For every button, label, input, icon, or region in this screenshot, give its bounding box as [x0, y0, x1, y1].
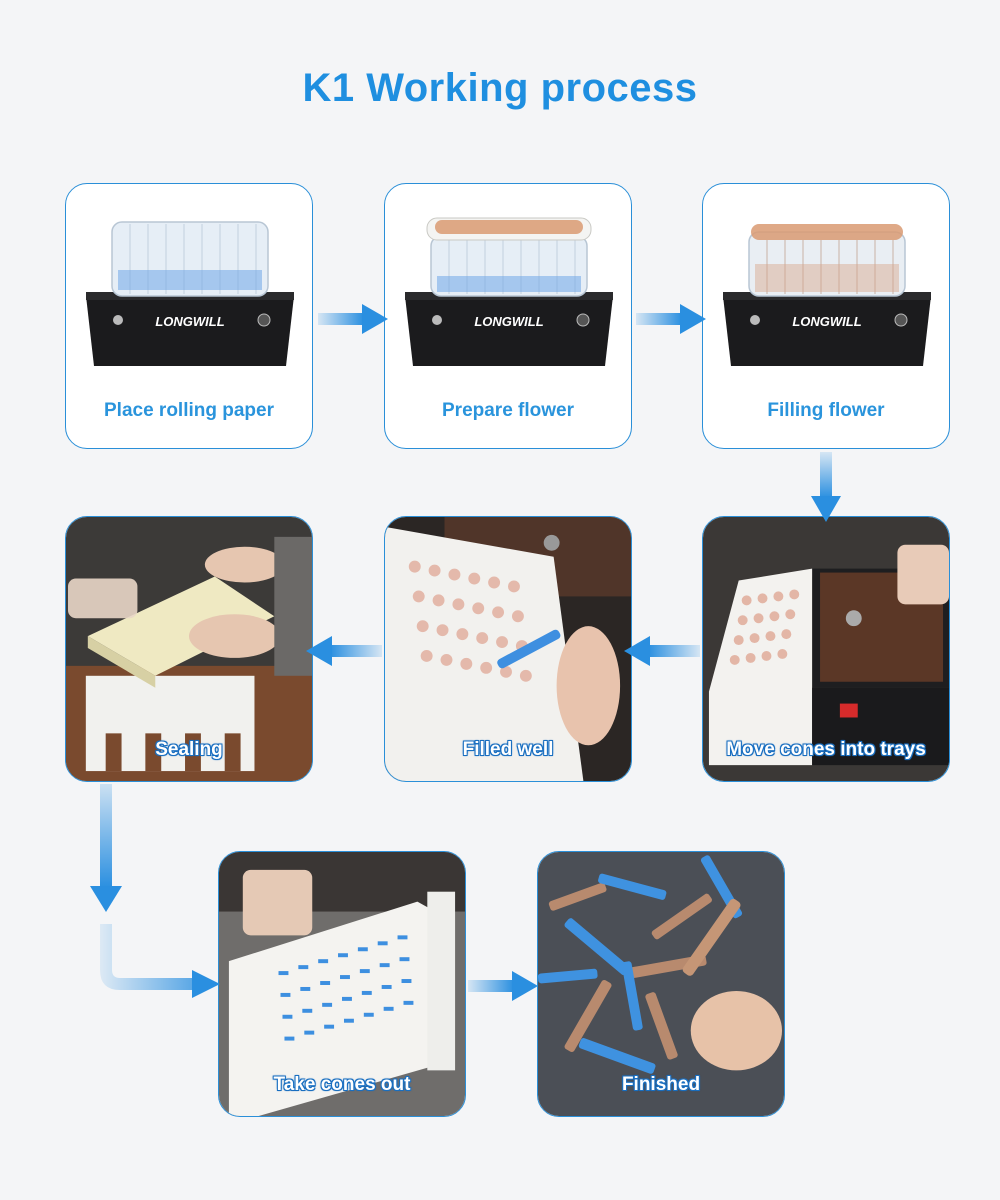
step-label: Sealing — [155, 739, 223, 760]
arrow-right-icon — [318, 304, 388, 334]
machine-illustration: LONGWILL — [405, 217, 613, 366]
step-card-take-cones-out: Take cones out — [218, 851, 466, 1117]
brand-logo: LONGWILL — [155, 314, 224, 329]
step-card-sealing: Sealing — [65, 516, 313, 782]
step-card-filling-flower: LONGWILL Filling flower — [702, 183, 950, 449]
arrow-elbow-icon — [90, 784, 220, 998]
take-cones-out-photo — [219, 852, 465, 1116]
page-title: K1 Working process — [302, 66, 698, 110]
step-label: Filled well — [462, 739, 554, 760]
step-card-place-rolling-paper: LONGWILL Place rolling paper — [65, 183, 313, 449]
brand-logo: LONGWILL — [792, 314, 861, 329]
sealing-photo — [66, 517, 312, 781]
arrow-down-icon — [811, 452, 841, 522]
step-card-prepare-flower: LONGWILL Prepare flower — [384, 183, 632, 449]
step-label: Place rolling paper — [104, 400, 274, 421]
step-label: Finished — [621, 1074, 701, 1095]
step-label: Prepare flower — [442, 400, 574, 421]
brand-logo: LONGWILL — [474, 314, 543, 329]
step-card-finished: Finished — [537, 851, 785, 1117]
step-card-move-cones: Move cones into trays — [702, 516, 950, 782]
step-label: Take cones out — [273, 1074, 411, 1095]
arrow-left-icon — [624, 636, 700, 666]
machine-illustration: LONGWILL — [86, 221, 294, 366]
arrow-right-icon — [468, 971, 538, 1001]
filled-well-photo — [385, 517, 631, 781]
finished-photo — [538, 852, 784, 1116]
arrow-left-icon — [306, 636, 382, 666]
step-card-filled-well: Filled well — [384, 516, 632, 782]
step-label: Move cones into trays — [726, 739, 926, 760]
step-label: Filling flower — [767, 400, 885, 421]
move-cones-photo — [703, 517, 949, 781]
arrow-right-icon — [636, 304, 706, 334]
machine-illustration: LONGWILL — [723, 224, 931, 366]
